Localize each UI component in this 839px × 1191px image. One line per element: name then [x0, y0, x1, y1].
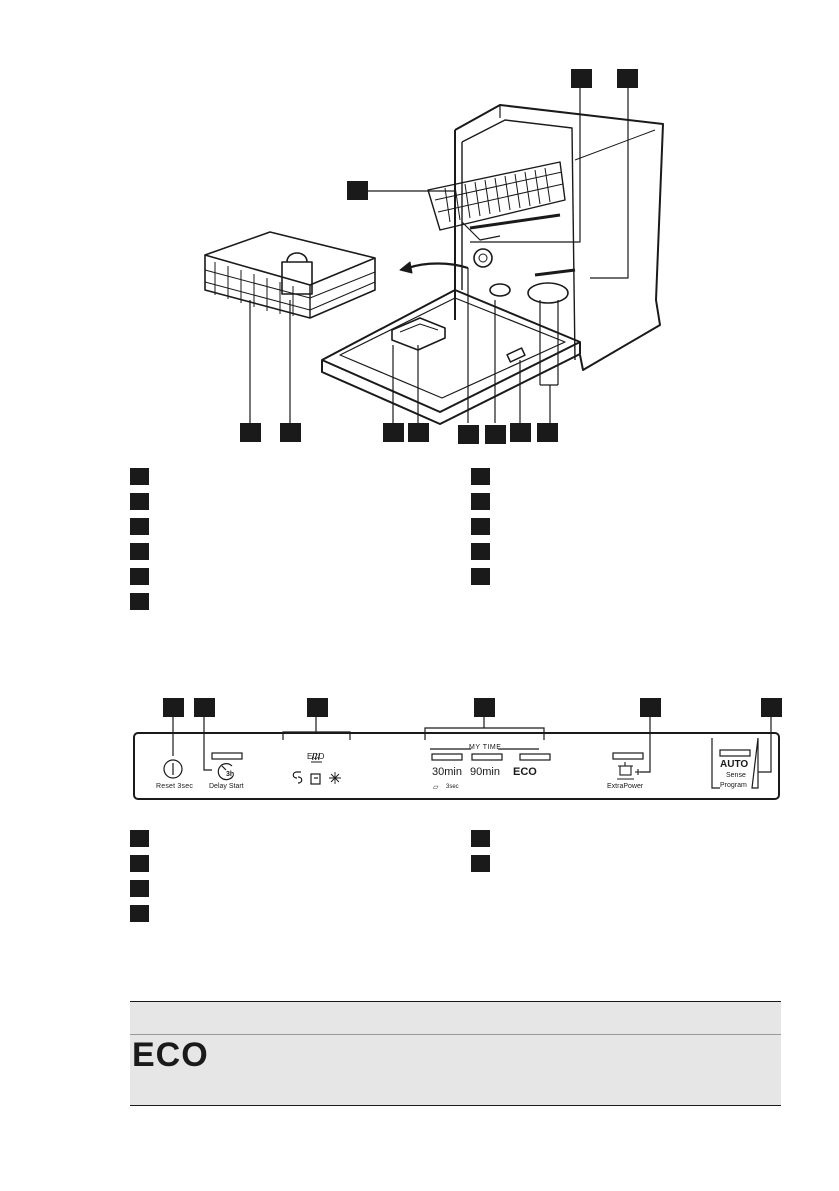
eco-table: ECO [130, 1001, 781, 1106]
salt-icon [310, 773, 321, 785]
my-time-heading: MY TIME [469, 744, 502, 751]
callout-marker [458, 425, 479, 444]
option-30min[interactable]: 30min [432, 766, 462, 778]
callout-marker [617, 69, 638, 88]
table-header-row [130, 1002, 781, 1035]
heat-icon [311, 752, 322, 763]
legend-marker [471, 568, 490, 585]
delay-start-icon[interactable] [217, 763, 234, 781]
callout-marker [383, 423, 404, 442]
power-icon[interactable] [163, 759, 183, 779]
eco-heading: ECO [307, 752, 325, 761]
my-time-indicators [430, 748, 551, 761]
auto-program-button[interactable] [711, 737, 759, 789]
option-eco[interactable]: ECO [513, 766, 537, 778]
extrapower-caption: ExtraPower [607, 783, 644, 790]
panel-callout-marker [194, 698, 215, 717]
panel-callout-marker [761, 698, 782, 717]
eco-symbol: ECO [132, 1036, 209, 1074]
legend-marker [471, 518, 490, 535]
legend-marker [471, 830, 490, 847]
panel-callout-marker [163, 698, 184, 717]
sparkle-icon [329, 772, 341, 784]
legend-marker [130, 543, 149, 560]
delay-icon-text: 3h [226, 771, 235, 778]
legend-marker [130, 493, 149, 510]
legend-marker [130, 518, 149, 535]
legend-marker [471, 855, 490, 872]
legend-marker [130, 855, 149, 872]
reset-caption: Reset 3sec [156, 783, 194, 790]
control-panel [133, 717, 780, 800]
legend-marker [130, 880, 149, 897]
auto-title: AUTO [720, 759, 749, 770]
delay-indicator [211, 752, 243, 760]
auto-sense: Sense [726, 772, 746, 779]
callout-marker [510, 423, 531, 442]
extrapower-indicator [612, 752, 644, 760]
panel-callout-marker [307, 698, 328, 717]
callout-marker [347, 181, 368, 200]
legend-marker [130, 830, 149, 847]
rinse-aid-icon [292, 771, 303, 784]
option-90min[interactable]: 90min [470, 766, 500, 778]
my-time-hint: 3sec [446, 784, 459, 790]
program-caption: Program [720, 782, 747, 789]
legend-marker [130, 468, 149, 485]
legend-marker [471, 543, 490, 560]
callout-marker [280, 423, 301, 442]
legend-marker [130, 593, 149, 610]
legend-marker [471, 493, 490, 510]
extrapower-icon[interactable] [617, 762, 641, 780]
dishwasher-illustration [204, 80, 664, 425]
callout-marker [571, 69, 592, 88]
callout-marker [408, 423, 429, 442]
callout-marker [240, 423, 261, 442]
legend-marker [471, 468, 490, 485]
callout-marker [537, 423, 558, 442]
panel-callout-marker [474, 698, 495, 717]
legend-marker [130, 568, 149, 585]
my-time-hint-icon: ▱ [433, 784, 439, 791]
panel-callout-marker [640, 698, 661, 717]
callout-marker [485, 425, 506, 444]
delay-start-caption: Delay Start [209, 783, 244, 790]
legend-marker [130, 905, 149, 922]
